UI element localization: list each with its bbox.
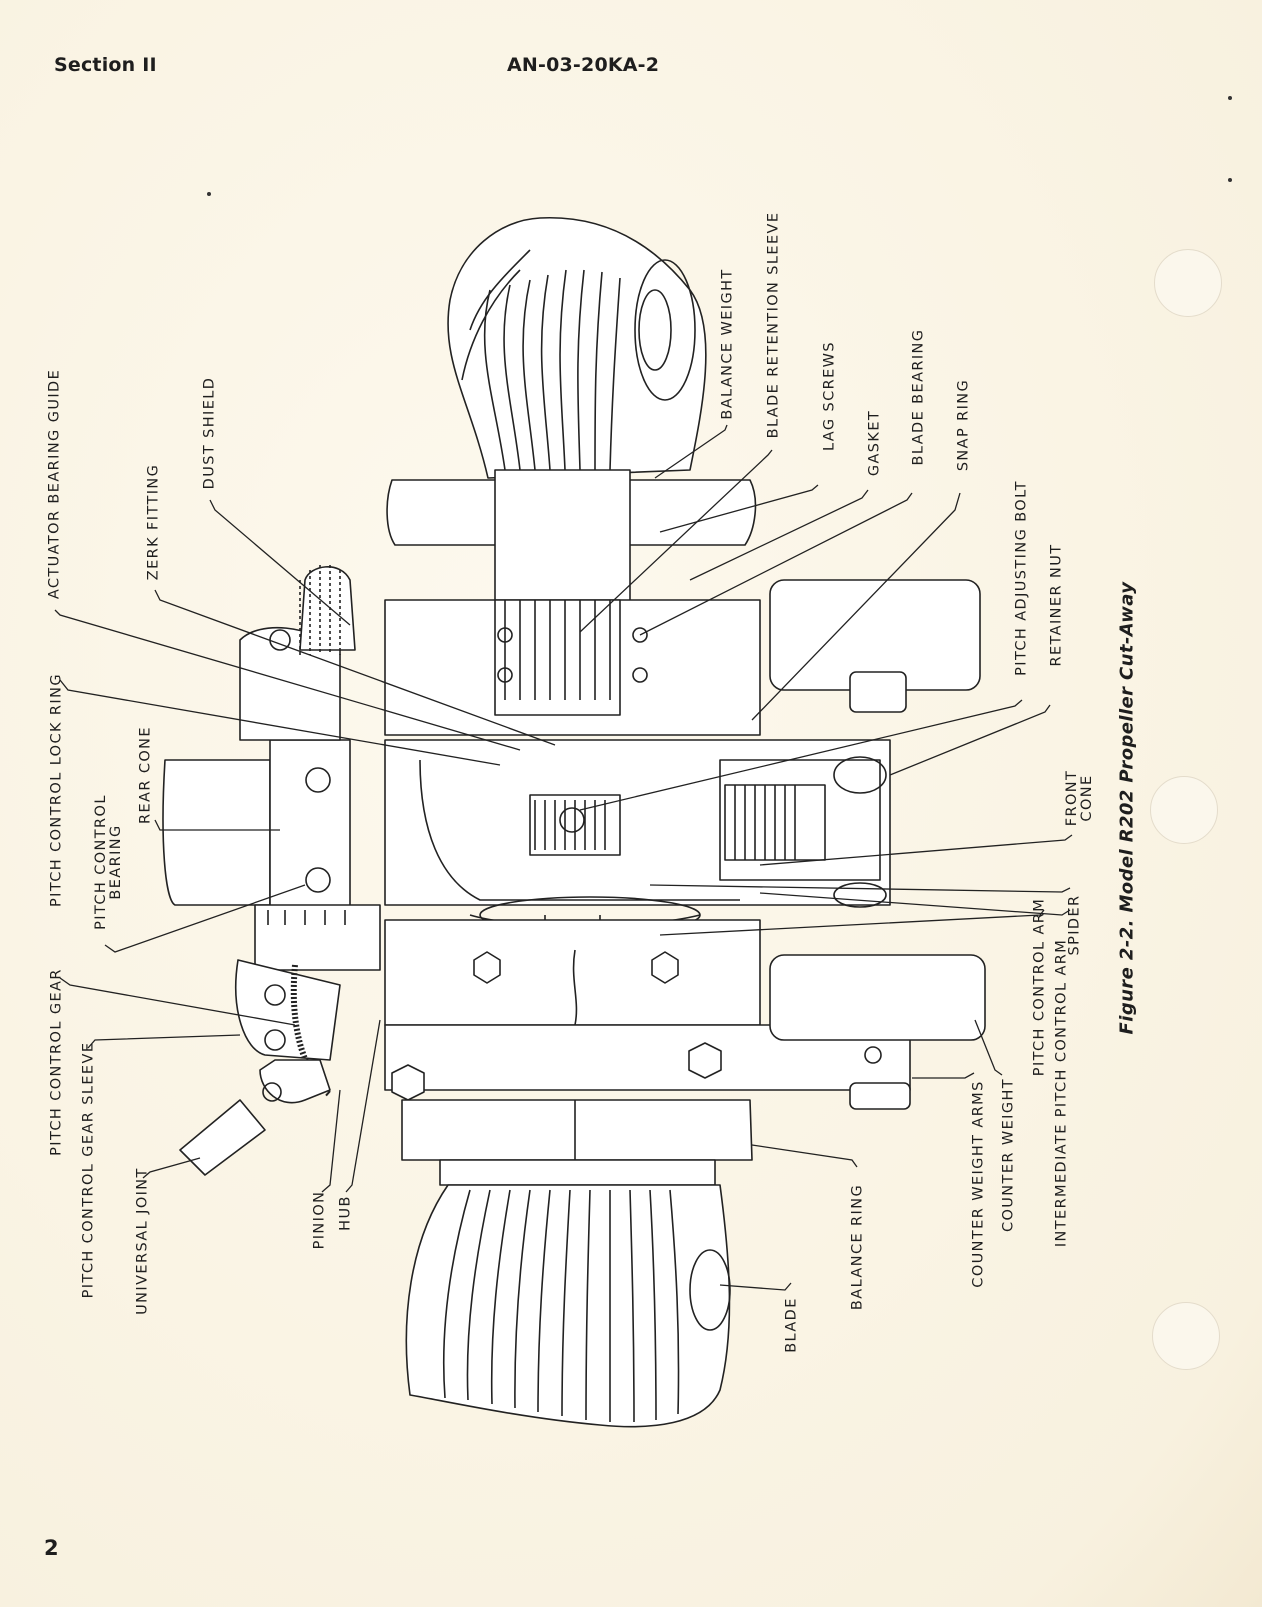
callout-zerk-fitting: ZERK FITTING [145, 463, 162, 581]
callout-universal-joint: UNIVERSAL JOINT [134, 1167, 151, 1315]
callout-pitch-control-arm: PITCH CONTROL ARM [1031, 897, 1048, 1077]
upper-blade-drawing [447, 216, 707, 479]
page-number: 2 [44, 1536, 59, 1560]
callout-intermediate-pitch-control-arm: INTERMEDIATE PITCH CONTROL ARM [1053, 938, 1070, 1248]
callout-front-cone: FRONT CONE [1063, 769, 1095, 827]
callout-blade-bearing: BLADE BEARING [910, 328, 927, 466]
callout-gasket: GASKET [866, 409, 883, 477]
figure-caption: Figure 2-2. Model R202 Propeller Cut-Awa… [1116, 581, 1138, 1035]
section-label: Section II [54, 54, 157, 76]
callout-balance-weight: BALANCE WEIGHT [719, 268, 736, 420]
callout-dust-shield: DUST SHIELD [201, 376, 218, 490]
leader-lines [54, 424, 1073, 1291]
margin-mark [1228, 96, 1232, 100]
document-number: AN-03-20KA-2 [507, 54, 660, 76]
binder-hole-bottom [1152, 1302, 1220, 1370]
callout-counter-weight-arms: COUNTER WEIGHT ARMS [970, 1080, 987, 1288]
callout-spider: SPIDER [1066, 894, 1083, 956]
callout-actuator-bearing-guide: ACTUATOR BEARING GUIDE [46, 368, 63, 600]
callout-pitch-adjusting-bolt: PITCH ADJUSTING BOLT [1013, 480, 1030, 676]
callout-pinion: PINION [311, 1190, 328, 1250]
lower-blade-drawing [405, 1184, 731, 1428]
margin-mark [207, 192, 211, 196]
callout-rear-cone: REAR CONE [137, 726, 154, 824]
callout-pitch-control-bearing: PITCH CONTROL BEARING [92, 794, 124, 930]
callout-lag-screws: LAG SCREWS [821, 340, 838, 452]
callout-hub: HUB [337, 1195, 354, 1231]
callout-counter-weight: COUNTER WEIGHT [1000, 1077, 1017, 1233]
callout-snap-ring: SNAP RING [955, 378, 972, 472]
callout-retainer-nut: RETAINER NUT [1048, 543, 1065, 667]
callout-balance-ring: BALANCE RING [849, 1183, 866, 1311]
callout-pitch-control-gear-sleeve: PITCH CONTROL GEAR SLEEVE [80, 1041, 97, 1299]
binder-hole-top [1154, 249, 1222, 317]
binder-hole-middle [1150, 776, 1218, 844]
margin-mark [1228, 178, 1232, 182]
callout-pitch-control-gear: PITCH CONTROL GEAR [48, 968, 65, 1156]
callout-blade: BLADE [783, 1297, 800, 1353]
callout-blade-retention-sleeve: BLADE RETENTION SLEEVE [765, 211, 782, 439]
callout-pitch-control-lock-ring: PITCH CONTROL LOCK RING [48, 673, 65, 907]
